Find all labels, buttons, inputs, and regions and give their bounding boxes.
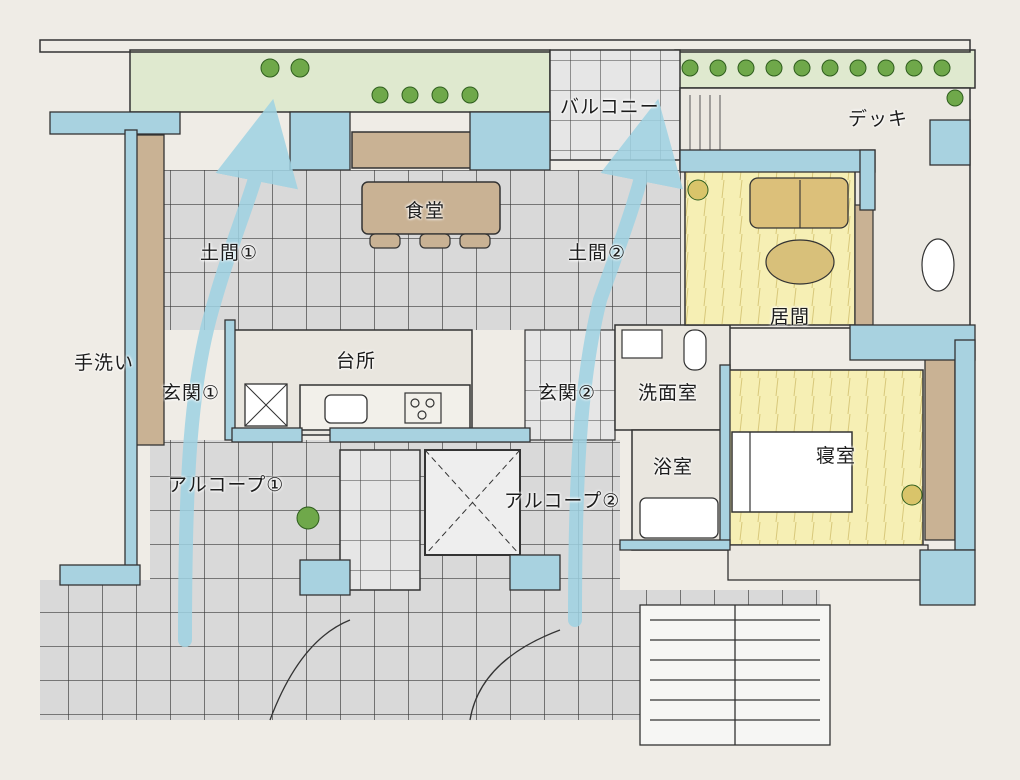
room-label-washroom: 洗面室 [638, 382, 699, 404]
room-label-balcony: バルコニー [560, 96, 660, 118]
room-label-dining: 食堂 [405, 200, 446, 222]
flow-arrows [178, 98, 683, 647]
room-label-kitchen: 台所 [336, 350, 377, 372]
sofa [749, 177, 849, 229]
room-label-alcove-2: アルコープ② [504, 490, 621, 512]
room-label-doma-2: 土間② [568, 242, 627, 264]
room-label-doma-1: 土間① [200, 242, 259, 264]
garden-strip [129, 49, 551, 113]
bed [731, 431, 853, 513]
dining-chairs [369, 233, 491, 249]
room-label-genkan-1: 玄関① [162, 382, 221, 404]
walls [49, 111, 976, 606]
left-storage [133, 134, 165, 446]
plants [260, 58, 964, 530]
sink [324, 394, 368, 424]
storage-block [339, 449, 421, 591]
toilet [683, 329, 707, 371]
rug [765, 239, 835, 285]
bathtub [639, 497, 719, 539]
room-label-handwash: 手洗い [74, 352, 135, 374]
room-label-bedroom: 寝室 [816, 445, 857, 467]
room-label-genkan-2: 玄関② [538, 382, 597, 404]
room-label-living: 居間 [770, 306, 811, 328]
exterior-stairs [639, 604, 831, 746]
room-label-bath: 浴室 [653, 456, 694, 478]
room-label-alcove-1: アルコープ① [168, 474, 285, 496]
stove [404, 392, 442, 424]
room-label-deck: デッキ [848, 108, 909, 130]
